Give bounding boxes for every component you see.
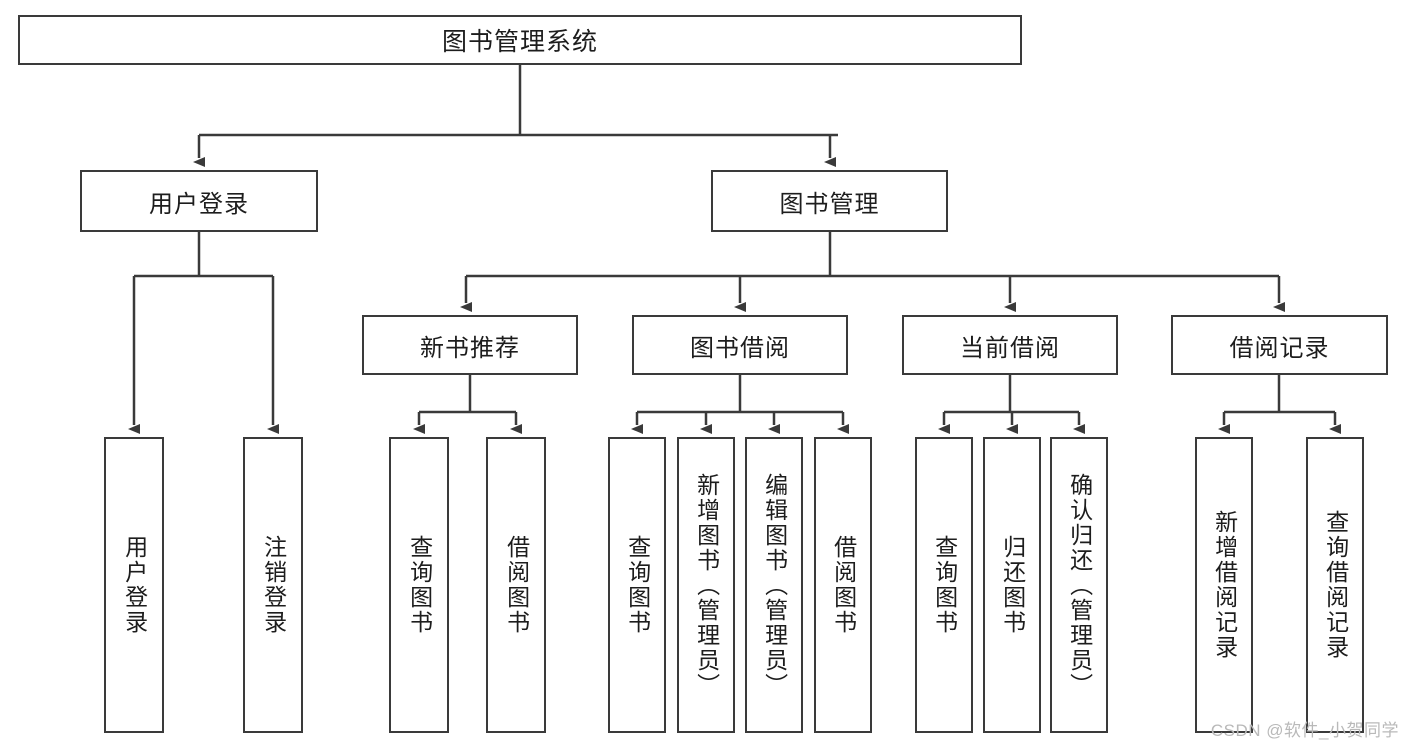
watermark-text: CSDN @软件_小贺同学 [1210, 721, 1399, 740]
node-label: 用户登录 [149, 190, 249, 218]
node-label: 用户登录 [121, 535, 148, 635]
node-leaf-confirm-return-admin[interactable]: 确认归还（管理员） [1050, 437, 1108, 733]
node-label: 查询图书 [406, 535, 433, 635]
node-book-manage[interactable]: 图书管理 [711, 170, 948, 232]
node-label: 借阅图书 [830, 535, 857, 635]
node-leaf-user-login[interactable]: 用户登录 [104, 437, 164, 733]
node-label: 确认归还（管理员） [1066, 472, 1093, 698]
node-label: 归还图书 [999, 535, 1026, 635]
node-label: 图书管理 [779, 190, 880, 218]
node-leaf-query-borrow-record[interactable]: 查询借阅记录 [1306, 437, 1364, 733]
node-label: 查询图书 [624, 535, 651, 635]
node-leaf-return-book[interactable]: 归还图书 [983, 437, 1041, 733]
node-label: 新增借阅记录 [1211, 510, 1238, 660]
node-leaf-add-book-admin[interactable]: 新增图书（管理员） [677, 437, 735, 733]
node-leaf-query-book-borrow[interactable]: 查询图书 [608, 437, 666, 733]
node-leaf-edit-book-admin[interactable]: 编辑图书（管理员） [745, 437, 803, 733]
node-leaf-logout[interactable]: 注销登录 [243, 437, 303, 733]
node-new-book-recommend[interactable]: 新书推荐 [362, 315, 578, 375]
node-label: 新书推荐 [420, 334, 520, 362]
node-leaf-add-borrow-record[interactable]: 新增借阅记录 [1195, 437, 1253, 733]
node-label: 查询借阅记录 [1322, 510, 1349, 660]
node-label: 图书借阅 [690, 334, 790, 362]
node-label: 借阅图书 [503, 535, 530, 635]
node-label: 注销登录 [260, 535, 287, 635]
node-book-borrow[interactable]: 图书借阅 [632, 315, 848, 375]
node-label: 新增图书（管理员） [693, 472, 720, 698]
node-leaf-query-book-current[interactable]: 查询图书 [915, 437, 973, 733]
node-leaf-borrow-book[interactable]: 借阅图书 [814, 437, 872, 733]
node-borrow-record[interactable]: 借阅记录 [1171, 315, 1388, 375]
node-leaf-borrow-book-recommend[interactable]: 借阅图书 [486, 437, 546, 733]
node-label: 查询图书 [931, 535, 958, 635]
node-label: 图书管理系统 [441, 28, 598, 56]
node-label: 当前借阅 [960, 334, 1060, 362]
node-label: 借阅记录 [1229, 334, 1330, 362]
node-current-borrow[interactable]: 当前借阅 [902, 315, 1118, 375]
node-root[interactable]: 图书管理系统 [18, 15, 1022, 65]
node-label: 编辑图书（管理员） [761, 472, 788, 698]
node-leaf-query-book-recommend[interactable]: 查询图书 [389, 437, 449, 733]
node-user-login[interactable]: 用户登录 [80, 170, 318, 232]
